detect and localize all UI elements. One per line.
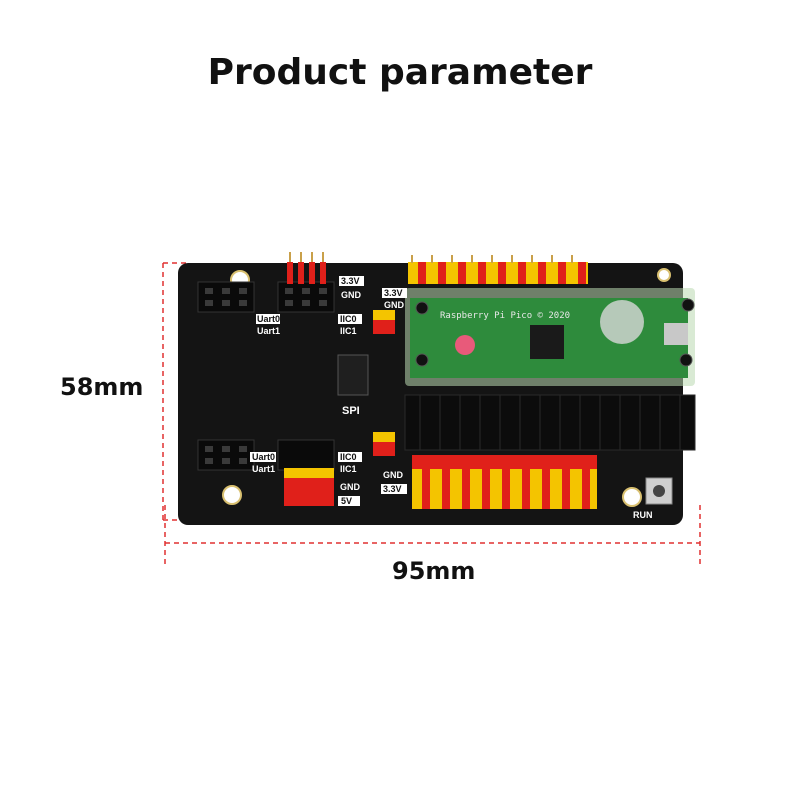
label-uart0-bottom: Uart0 — [252, 452, 275, 462]
label-gnd-bottom-right: GND — [383, 470, 404, 480]
label-3v3-bottom: 3.3V — [383, 484, 402, 494]
pico-silkscreen: Raspberry Pi Pico © 2020 — [440, 311, 570, 321]
raspberry-pi-pico: Raspberry Pi Pico © 2020 — [405, 288, 695, 386]
pico-socket-header — [404, 394, 696, 451]
label-3v3-mid: 3.3V — [384, 288, 403, 298]
spi-header — [337, 354, 369, 396]
mounting-holes — [222, 268, 671, 507]
label-5v-bottom: 5V — [341, 496, 352, 506]
pin-header-top-center — [287, 252, 326, 284]
pin-row-top — [408, 255, 588, 284]
height-dimension-label: 58mm — [60, 373, 144, 401]
label-uart0-top: Uart0 — [257, 314, 280, 324]
label-gnd-mid: GND — [384, 300, 405, 310]
label-iic0-bottom: IIC0 — [340, 452, 357, 462]
usb-port — [664, 323, 688, 345]
label-run: RUN — [633, 510, 653, 520]
width-dimension-label: 95mm — [392, 557, 476, 585]
pin-row-bottom — [412, 455, 597, 509]
pin-header-small — [373, 310, 395, 456]
label-3v3-top: 3.3V — [341, 276, 360, 286]
pin-header-bottom-center — [284, 468, 334, 506]
female-headers — [197, 281, 335, 471]
label-iic0-top: IIC0 — [340, 314, 357, 324]
raspberry-logo — [455, 335, 475, 355]
label-spi: SPI — [342, 405, 360, 417]
label-uart1-top: Uart1 — [257, 326, 280, 336]
label-uart1-bottom: Uart1 — [252, 464, 275, 474]
label-gnd-bottom: GND — [340, 482, 361, 492]
label-iic1-bottom: IIC1 — [340, 464, 357, 474]
page-title: Product parameter — [207, 52, 593, 93]
rp2040-chip — [530, 325, 564, 359]
label-iic1-top: IIC1 — [340, 326, 357, 336]
label-gnd-top: GND — [341, 290, 362, 300]
